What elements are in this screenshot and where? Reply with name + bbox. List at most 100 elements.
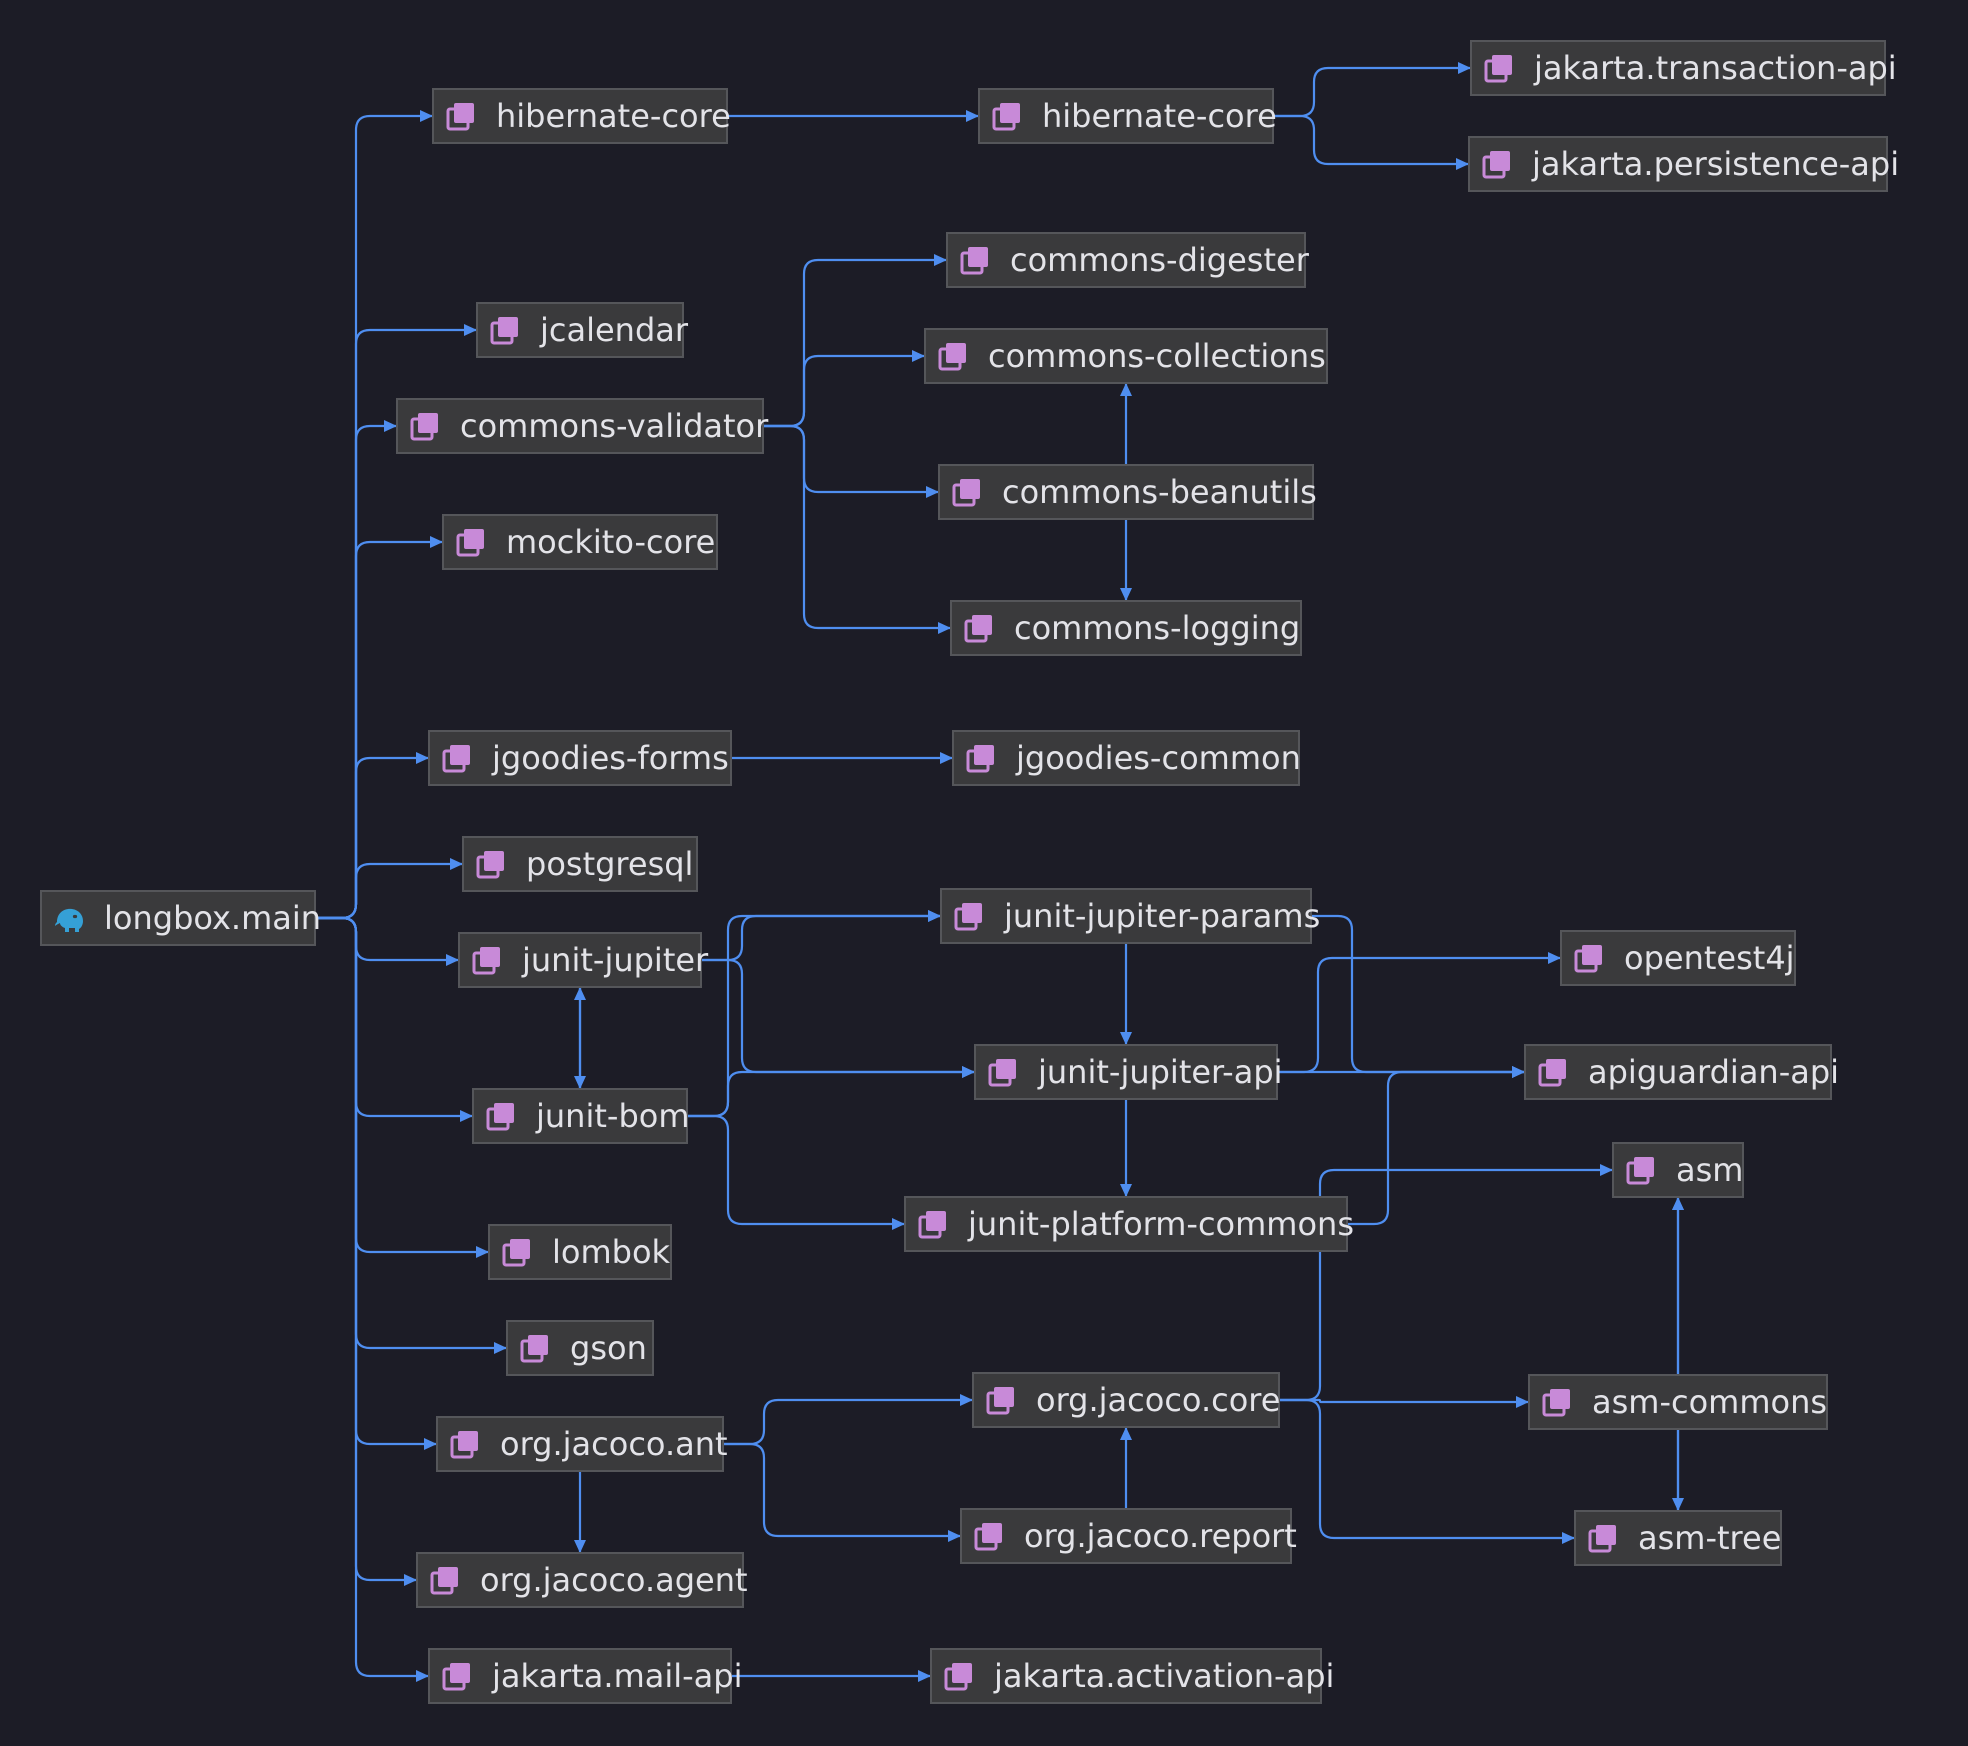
node-commons-validator[interactable]: commons-validator <box>396 398 768 454</box>
library-icon <box>966 742 998 774</box>
node-label: longbox.main <box>104 899 322 937</box>
library-icon <box>1574 942 1606 974</box>
node-asm-commons[interactable]: asm-commons <box>1528 1374 1828 1430</box>
node-commons-collections[interactable]: commons-collections <box>924 328 1328 384</box>
node-lombok[interactable]: lombok <box>488 1224 672 1280</box>
node-mockito-core[interactable]: mockito-core <box>442 514 718 570</box>
node-hibernate-core[interactable]: hibernate-core <box>432 88 731 144</box>
edge-commons-validator-to-commons-beanutils <box>764 424 939 498</box>
node-junit-jupiter-api[interactable]: junit-jupiter-api <box>974 1044 1283 1100</box>
node-jgoodies-common[interactable]: jgoodies-common <box>952 730 1301 786</box>
node-label: junit-jupiter-api <box>1038 1053 1283 1091</box>
node-label: hibernate-core <box>1042 97 1277 135</box>
node-apiguardian-api[interactable]: apiguardian-api <box>1524 1044 1839 1100</box>
edge-junit-jupiter-to-junit-jupiter-api <box>702 958 975 1078</box>
node-label: hibernate-core <box>496 97 731 135</box>
library-icon <box>520 1332 552 1364</box>
library-icon <box>960 244 992 276</box>
edge-root-to-hibernate-core <box>316 110 433 920</box>
node-label: junit-jupiter <box>522 941 709 979</box>
node-label: lombok <box>552 1233 671 1271</box>
edge-root-to-junit-bom <box>316 916 473 1122</box>
library-icon <box>1588 1522 1620 1554</box>
library-icon <box>992 100 1024 132</box>
edge-org-jacoco-ant-to-org-jacoco-core <box>724 1394 973 1446</box>
node-gson[interactable]: gson <box>506 1320 654 1376</box>
node-label: commons-validator <box>460 407 769 445</box>
node-label: commons-logging <box>1014 609 1301 647</box>
node-asm-tree[interactable]: asm-tree <box>1574 1510 1782 1566</box>
edge-org-jacoco-core-to-asm-tree <box>1280 1398 1575 1544</box>
node-label: opentest4j <box>1624 939 1795 977</box>
node-longbox-main[interactable]: longbox.main <box>40 890 321 946</box>
node-jakarta-activation-api[interactable]: jakarta.activation-api <box>930 1648 1334 1704</box>
node-hibernate-core-transitive[interactable]: hibernate-core <box>978 88 1277 144</box>
elephant-icon <box>55 908 83 932</box>
library-icon <box>938 340 970 372</box>
node-label: junit-bom <box>536 1097 690 1135</box>
library-icon <box>988 1056 1020 1088</box>
node-asm[interactable]: asm <box>1612 1142 1744 1198</box>
node-label: mockito-core <box>506 523 716 561</box>
node-label: commons-beanutils <box>1002 473 1317 511</box>
node-commons-logging[interactable]: commons-logging <box>950 600 1302 656</box>
edge-root-to-jgoodies-forms <box>316 752 429 920</box>
edge-commons-validator-to-commons-logging <box>764 424 951 634</box>
node-org-jacoco-ant[interactable]: org.jacoco.ant <box>436 1416 728 1472</box>
edge-commons-validator-to-commons-collections <box>764 350 925 428</box>
library-icon <box>954 900 986 932</box>
library-icon <box>974 1520 1006 1552</box>
node-label: asm-commons <box>1592 1383 1828 1421</box>
library-icon <box>1484 52 1516 84</box>
node-label: commons-digester <box>1010 241 1309 279</box>
library-icon <box>502 1236 534 1268</box>
node-junit-jupiter[interactable]: junit-jupiter <box>458 932 708 988</box>
node-jcalendar[interactable]: jcalendar <box>476 302 688 358</box>
node-org-jacoco-core[interactable]: org.jacoco.core <box>972 1372 1280 1428</box>
library-icon <box>490 314 522 346</box>
node-jakarta-persistence-api[interactable]: jakarta.persistence-api <box>1468 136 1899 192</box>
node-junit-bom[interactable]: junit-bom <box>472 1088 690 1144</box>
library-icon <box>446 100 478 132</box>
library-icon <box>456 526 488 558</box>
node-commons-beanutils[interactable]: commons-beanutils <box>938 464 1317 520</box>
library-icon <box>1626 1154 1658 1186</box>
node-junit-jupiter-params[interactable]: junit-jupiter-params <box>940 888 1320 944</box>
node-org-jacoco-agent[interactable]: org.jacoco.agent <box>416 1552 748 1608</box>
node-opentest4j[interactable]: opentest4j <box>1560 930 1796 986</box>
node-junit-platform-commons[interactable]: junit-platform-commons <box>904 1196 1354 1252</box>
node-label: apiguardian-api <box>1588 1053 1840 1091</box>
node-label: jakarta.transaction-api <box>1534 49 1897 87</box>
edge-junit-jupiter-params-to-apiguardian-api <box>1312 914 1525 1078</box>
node-label: jgoodies-common <box>1016 739 1301 777</box>
node-label: org.jacoco.core <box>1036 1381 1281 1419</box>
node-jakarta-transaction-api[interactable]: jakarta.transaction-api <box>1470 40 1897 96</box>
library-icon <box>476 848 508 880</box>
node-label: gson <box>570 1329 647 1367</box>
edge-org-jacoco-ant-to-org-jacoco-report <box>724 1442 961 1542</box>
node-label: commons-collections <box>988 337 1326 375</box>
library-icon <box>486 1100 518 1132</box>
library-icon <box>1542 1386 1574 1418</box>
library-icon <box>944 1660 976 1692</box>
node-jakarta-mail-api[interactable]: jakarta.mail-api <box>428 1648 742 1704</box>
node-commons-digester[interactable]: commons-digester <box>946 232 1309 288</box>
library-icon <box>442 742 474 774</box>
node-label: jakarta.activation-api <box>994 1657 1335 1695</box>
node-org-jacoco-report[interactable]: org.jacoco.report <box>960 1508 1297 1564</box>
node-jgoodies-forms[interactable]: jgoodies-forms <box>428 730 732 786</box>
node-label: asm <box>1676 1151 1744 1189</box>
edge-junit-bom-to-junit-jupiter-api <box>688 1066 975 1118</box>
node-label: postgresql <box>526 845 694 883</box>
node-label: jcalendar <box>540 311 689 349</box>
edge-junit-bom-to-junit-platform-commons <box>688 1114 905 1230</box>
node-label: asm-tree <box>1638 1519 1782 1557</box>
library-icon <box>450 1428 482 1460</box>
library-icon <box>472 944 504 976</box>
edge-hibernate-core-2-to-jakarta-persistence-api <box>1274 114 1469 170</box>
node-postgresql[interactable]: postgresql <box>462 836 698 892</box>
library-icon <box>986 1384 1018 1416</box>
node-label: org.jacoco.report <box>1024 1517 1297 1555</box>
